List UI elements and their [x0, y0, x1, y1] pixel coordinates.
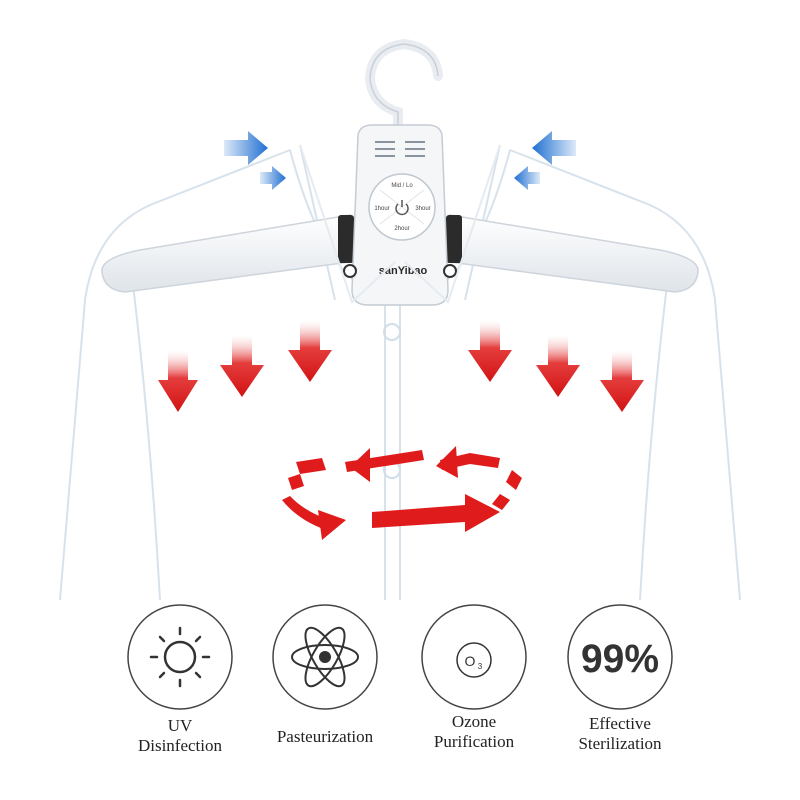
feature-label-line: Purification — [433, 732, 515, 751]
feature-label-ozone: Ozone Purification — [414, 712, 534, 752]
feature-label-pasteurization: Pasteurization — [255, 727, 395, 747]
feature-label-sterilization: Effective Sterilization — [555, 714, 685, 754]
hanger-arms — [101, 214, 699, 293]
feature-icon-ozone: O 3 — [421, 604, 527, 710]
inflow-arrows — [224, 131, 576, 190]
hanger-hook — [364, 38, 443, 135]
feature-label-line: Ozone — [451, 712, 497, 731]
feature-icon-sterilization: 99% — [567, 604, 673, 710]
collar-outline — [299, 144, 501, 304]
ozone-icon: O 3 — [456, 642, 492, 678]
timer-1h-button[interactable]: 1hour — [374, 206, 389, 212]
sun-icon — [149, 626, 211, 688]
feature-label-uv: UV Disinfection — [120, 716, 240, 756]
percent-icon: 99% — [581, 637, 659, 681]
svg-text:O: O — [465, 653, 476, 669]
power-icon — [395, 200, 409, 216]
feature-label-line: Disinfection — [137, 736, 223, 755]
brand-logo: sanYibao — [379, 265, 428, 277]
atom-icon — [291, 626, 359, 688]
timer-3h-button[interactable]: 3hour — [415, 206, 430, 212]
outflow-arrows — [158, 320, 644, 412]
air-vent — [375, 141, 425, 157]
timer-2h-button[interactable]: 2hour — [394, 226, 409, 232]
circulation-arrows — [282, 446, 522, 540]
feature-label-line: Sterilization — [578, 734, 662, 753]
feature-label-line: Pasteurization — [276, 727, 374, 746]
svg-text:3: 3 — [478, 662, 483, 671]
feature-icon-uv — [127, 604, 233, 710]
hanger-body: Mid / Lo 1hour 3hour 2hour sanYibao — [343, 124, 457, 306]
mode-button[interactable]: Mid / Lo — [391, 183, 413, 189]
feature-icon-pasteurization — [272, 604, 378, 710]
feature-label-line: Effective — [589, 714, 651, 733]
feature-label-line: UV — [167, 716, 193, 735]
